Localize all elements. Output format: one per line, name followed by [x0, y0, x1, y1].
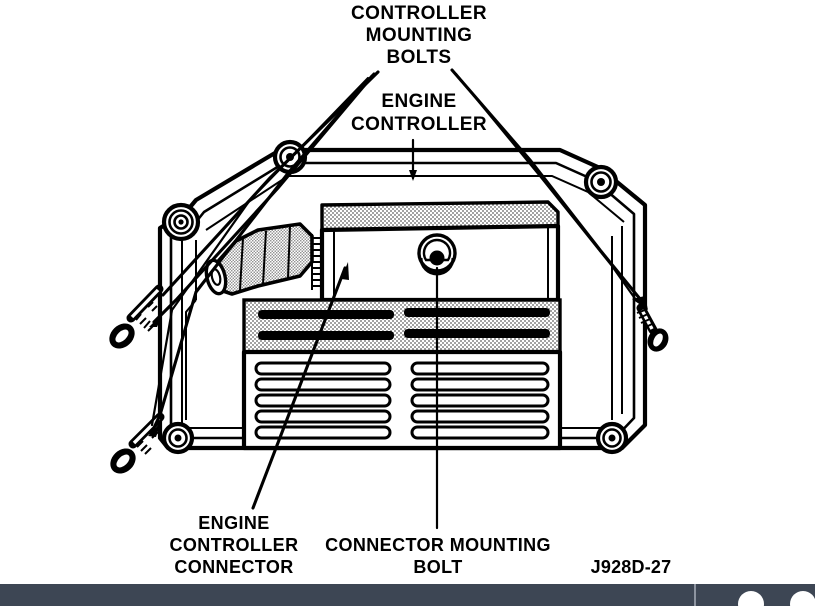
label-line: CONTROLLER: [351, 3, 487, 24]
label-line: CONTROLLER: [170, 535, 299, 555]
label-line: ENGINE: [381, 91, 456, 112]
arrowhead: [149, 313, 163, 327]
louver-fin: [410, 425, 550, 440]
label-line: CONNECTOR MOUNTING: [325, 535, 551, 555]
vent-slot: [404, 308, 550, 317]
arrowhead: [409, 170, 417, 181]
leader-controller-mounting-bolts: [148, 68, 648, 437]
mounting-bolt-lower-left: [110, 412, 165, 474]
louver-fin: [254, 377, 392, 392]
label-line: BOLT: [413, 557, 462, 577]
louver-fin: [254, 361, 392, 376]
arrowhead: [148, 422, 161, 437]
leader-engine-controller-connector: [251, 262, 349, 510]
footer-dot[interactable]: [738, 591, 764, 606]
corner-boss-top-right: [583, 164, 619, 200]
louver-panel-right: [410, 361, 550, 440]
vent-slot: [258, 331, 394, 340]
louver-fin: [410, 377, 550, 392]
label-line: ENGINE: [198, 513, 269, 533]
figure-code: J928D-27: [591, 557, 672, 577]
arrowhead: [632, 296, 648, 310]
footer-divider: [694, 584, 696, 606]
label-controller-mounting-bolts: CONTROLLER MOUNTING BOLTS: [351, 3, 487, 68]
louver-fin: [410, 361, 550, 376]
louver-panel-left: [254, 361, 392, 440]
connector-mounting-bolt-hole: [417, 233, 457, 276]
connector-block-top-band: [320, 200, 560, 232]
louver-fin: [254, 393, 392, 408]
corner-boss-bottom-left: [161, 421, 195, 455]
label-line: MOUNTING: [366, 25, 473, 46]
label-line: CONNECTOR: [174, 557, 293, 577]
mounting-bolt-right: [636, 303, 669, 352]
louver-fin: [410, 393, 550, 408]
corner-boss-top-left: [161, 202, 201, 242]
vent-slot-panel: [242, 298, 562, 354]
label-line: BOLTS: [387, 47, 452, 68]
label-engine-controller: ENGINE CONTROLLER: [351, 91, 487, 135]
label-connector-mounting-bolt: CONNECTOR MOUNTING BOLT: [325, 535, 551, 577]
footer-bar: [0, 584, 815, 606]
vent-slot: [404, 329, 550, 338]
louver-fin: [410, 409, 550, 424]
mounting-bolt-upper-left: [109, 284, 164, 349]
leader-engine-controller: [409, 138, 417, 181]
corner-boss-bottom-right: [595, 421, 629, 455]
arrowhead: [341, 262, 349, 280]
label-line: CONTROLLER: [351, 114, 487, 135]
footer-dot[interactable]: [790, 591, 815, 606]
louver-fin: [254, 409, 392, 424]
label-engine-controller-connector: ENGINE CONTROLLER CONNECTOR: [170, 513, 299, 577]
lower-body: [241, 349, 563, 451]
louver-fin: [254, 425, 392, 440]
engine-controller-connector-part: [204, 222, 323, 296]
